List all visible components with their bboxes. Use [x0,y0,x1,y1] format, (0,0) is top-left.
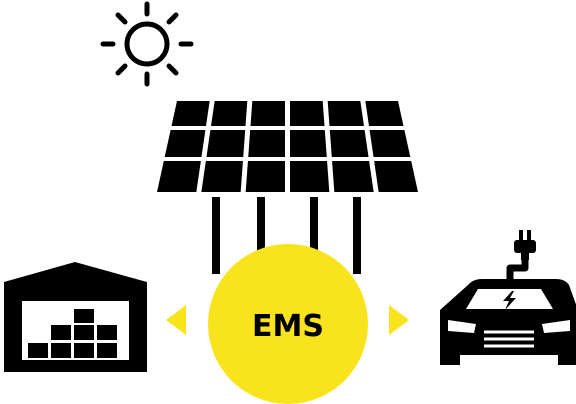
cable-1 [212,197,220,274]
solar-cell [250,101,285,126]
solar-cell [211,101,248,126]
solar-cell [332,161,374,192]
ems-node: EMS [208,244,368,404]
cable-2 [257,197,265,274]
solar-cell [206,130,246,157]
cable-3 [310,197,318,274]
solar-cell [290,101,325,126]
solar-cell [157,161,201,192]
solar-panel-icon [157,101,418,192]
solar-cell [290,130,327,157]
arrow-right-icon [389,305,409,335]
solar-cell [329,130,369,157]
solar-cell [369,130,411,157]
solar-cell [248,130,285,157]
warehouse-icon [4,262,147,372]
solar-cell [171,101,210,126]
solar-cell [365,101,404,126]
plug-icon [514,230,536,260]
sun-icon [100,1,194,87]
arrow-left-icon [166,305,186,335]
cable-4 [353,197,361,274]
ems-label: EMS [252,309,324,344]
ems-circle [208,244,368,404]
electric-car-icon [440,230,576,365]
solar-cell [164,130,206,157]
solar-cell [374,161,418,192]
solar-cell [245,161,285,192]
panel-cables [212,197,361,274]
solar-cell [327,101,364,126]
solar-cell [201,161,243,192]
solar-cell [290,161,330,192]
